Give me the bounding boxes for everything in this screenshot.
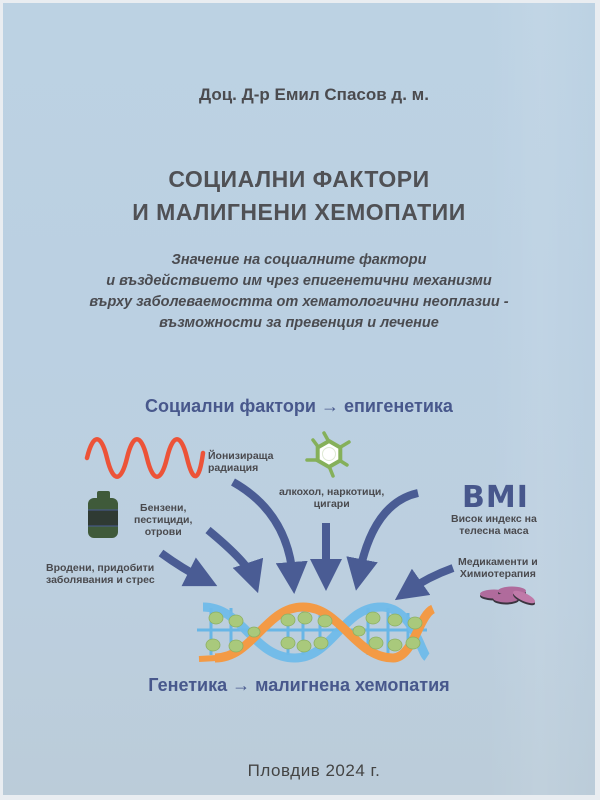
chemical-canister-icon [88, 491, 118, 538]
label-chemicals-line-1: Бензени, [140, 502, 187, 514]
label-diseases-line-1: Вродени, придобити [46, 562, 155, 574]
label-bmi: Висок индекс на телесна маса [451, 513, 537, 537]
label-medication-line-2: Химиотерапия [459, 568, 536, 580]
diagram-illustration [84, 431, 536, 663]
arrow-bmi [346, 489, 420, 591]
label-medication: Медикаменти и Химиотерапия [458, 556, 538, 580]
label-bmi-line-2: телесна маса [459, 525, 529, 537]
arrow-radiation [231, 478, 308, 594]
dna-helix-icon [197, 602, 436, 663]
label-substances-line-2: цигари [313, 498, 350, 510]
book-title: СОЦИАЛНИ ФАКТОРИ И МАЛИГНЕНИ ХЕМОПАТИИ [3, 163, 595, 229]
label-chemicals-line-3: отрови [144, 526, 182, 538]
title-line-1: СОЦИАЛНИ ФАКТОРИ [168, 166, 430, 192]
publication-place-year: Пловдив 2024 г. [247, 761, 381, 780]
arrow-medication [394, 564, 455, 601]
subtitle-line-1: Значение на социалните фактори [171, 252, 427, 268]
label-chemicals: Бензени, пестициди, отрови [134, 502, 192, 538]
label-radiation-line-1: Йонизираща [208, 450, 274, 462]
pills-icon [480, 586, 536, 606]
molecule-hexagon-icon [305, 431, 351, 478]
subtitle-line-4: възможности за превенция и лечение [159, 315, 439, 331]
author-name: Доц. Д-р Емил Спасов д. м. [199, 85, 429, 104]
label-diseases-line-2: заболявания и стрес [46, 574, 155, 586]
subtitle-line-2: и въздействието им чрез епигенетични мех… [106, 273, 492, 289]
book-subtitle: Значение на социалните фактори и въздейс… [3, 250, 595, 334]
arrow-chemicals [205, 526, 264, 594]
label-medication-line-1: Медикаменти и [458, 556, 538, 568]
bmi-title: BMI [462, 480, 529, 515]
book-cover: Доц. Д-р Емил Спасов д. м. СОЦИАЛНИ ФАКТ… [3, 3, 595, 795]
label-diseases: Вродени, придобити заболявания и стрес [46, 562, 155, 586]
label-radiation-line-2: радиация [208, 462, 259, 474]
sine-wave-icon [84, 437, 206, 479]
diagram-heading-bottom: Генетика → малигнена хемопатия [148, 675, 450, 695]
label-chemicals-line-2: пестициди, [134, 514, 193, 526]
label-substances-line-1: алкохол, наркотици, [279, 486, 385, 498]
title-line-2: И МАЛИГНЕНИ ХЕМОПАТИИ [132, 199, 466, 225]
label-radiation: Йонизираща радиация [208, 450, 274, 474]
diagram-heading-top: Социални фактори → епигенетика [145, 396, 453, 416]
subtitle-line-3: върху заболеваемостта от хематологични н… [89, 294, 509, 310]
label-substances: алкохол, наркотици, цигари [279, 486, 384, 510]
label-bmi-line-1: Висок индекс на [451, 513, 537, 525]
arrow-diseases [158, 549, 218, 587]
influence-arrows [158, 478, 455, 601]
